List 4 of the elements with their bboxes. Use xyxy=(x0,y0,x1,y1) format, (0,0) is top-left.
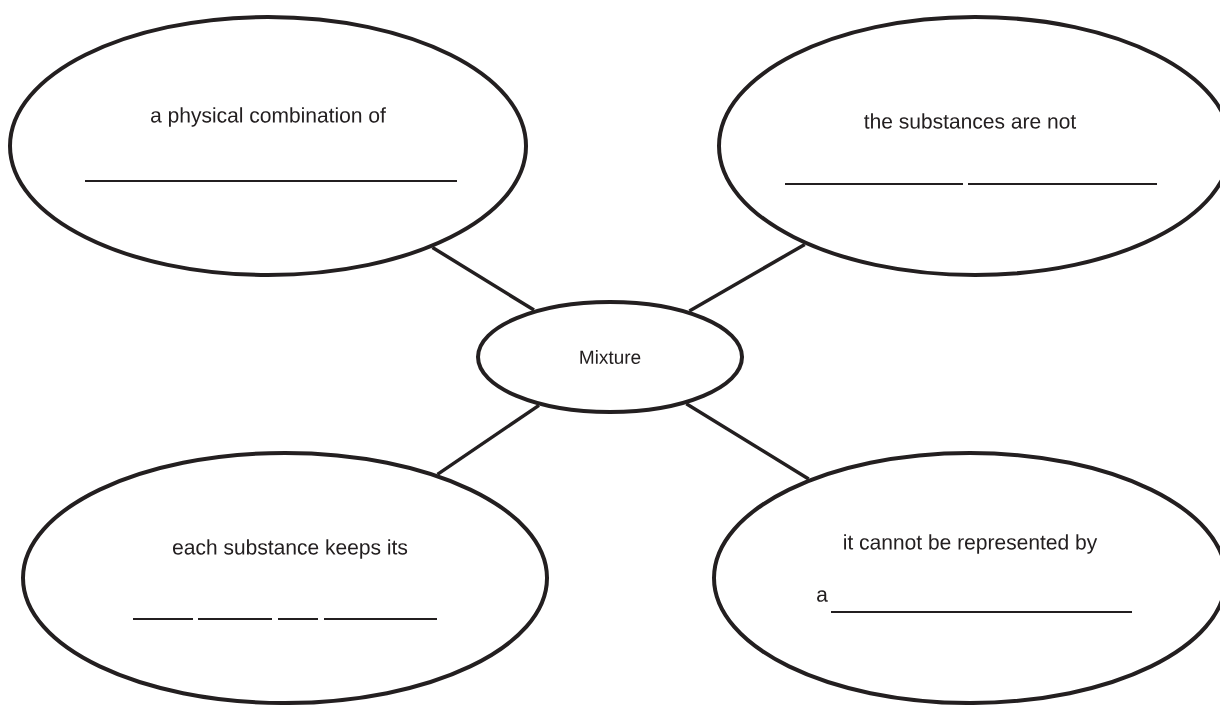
connector-line xyxy=(685,402,810,481)
connector-line xyxy=(431,245,535,312)
connector-line xyxy=(436,403,540,476)
connector-line xyxy=(688,242,806,313)
